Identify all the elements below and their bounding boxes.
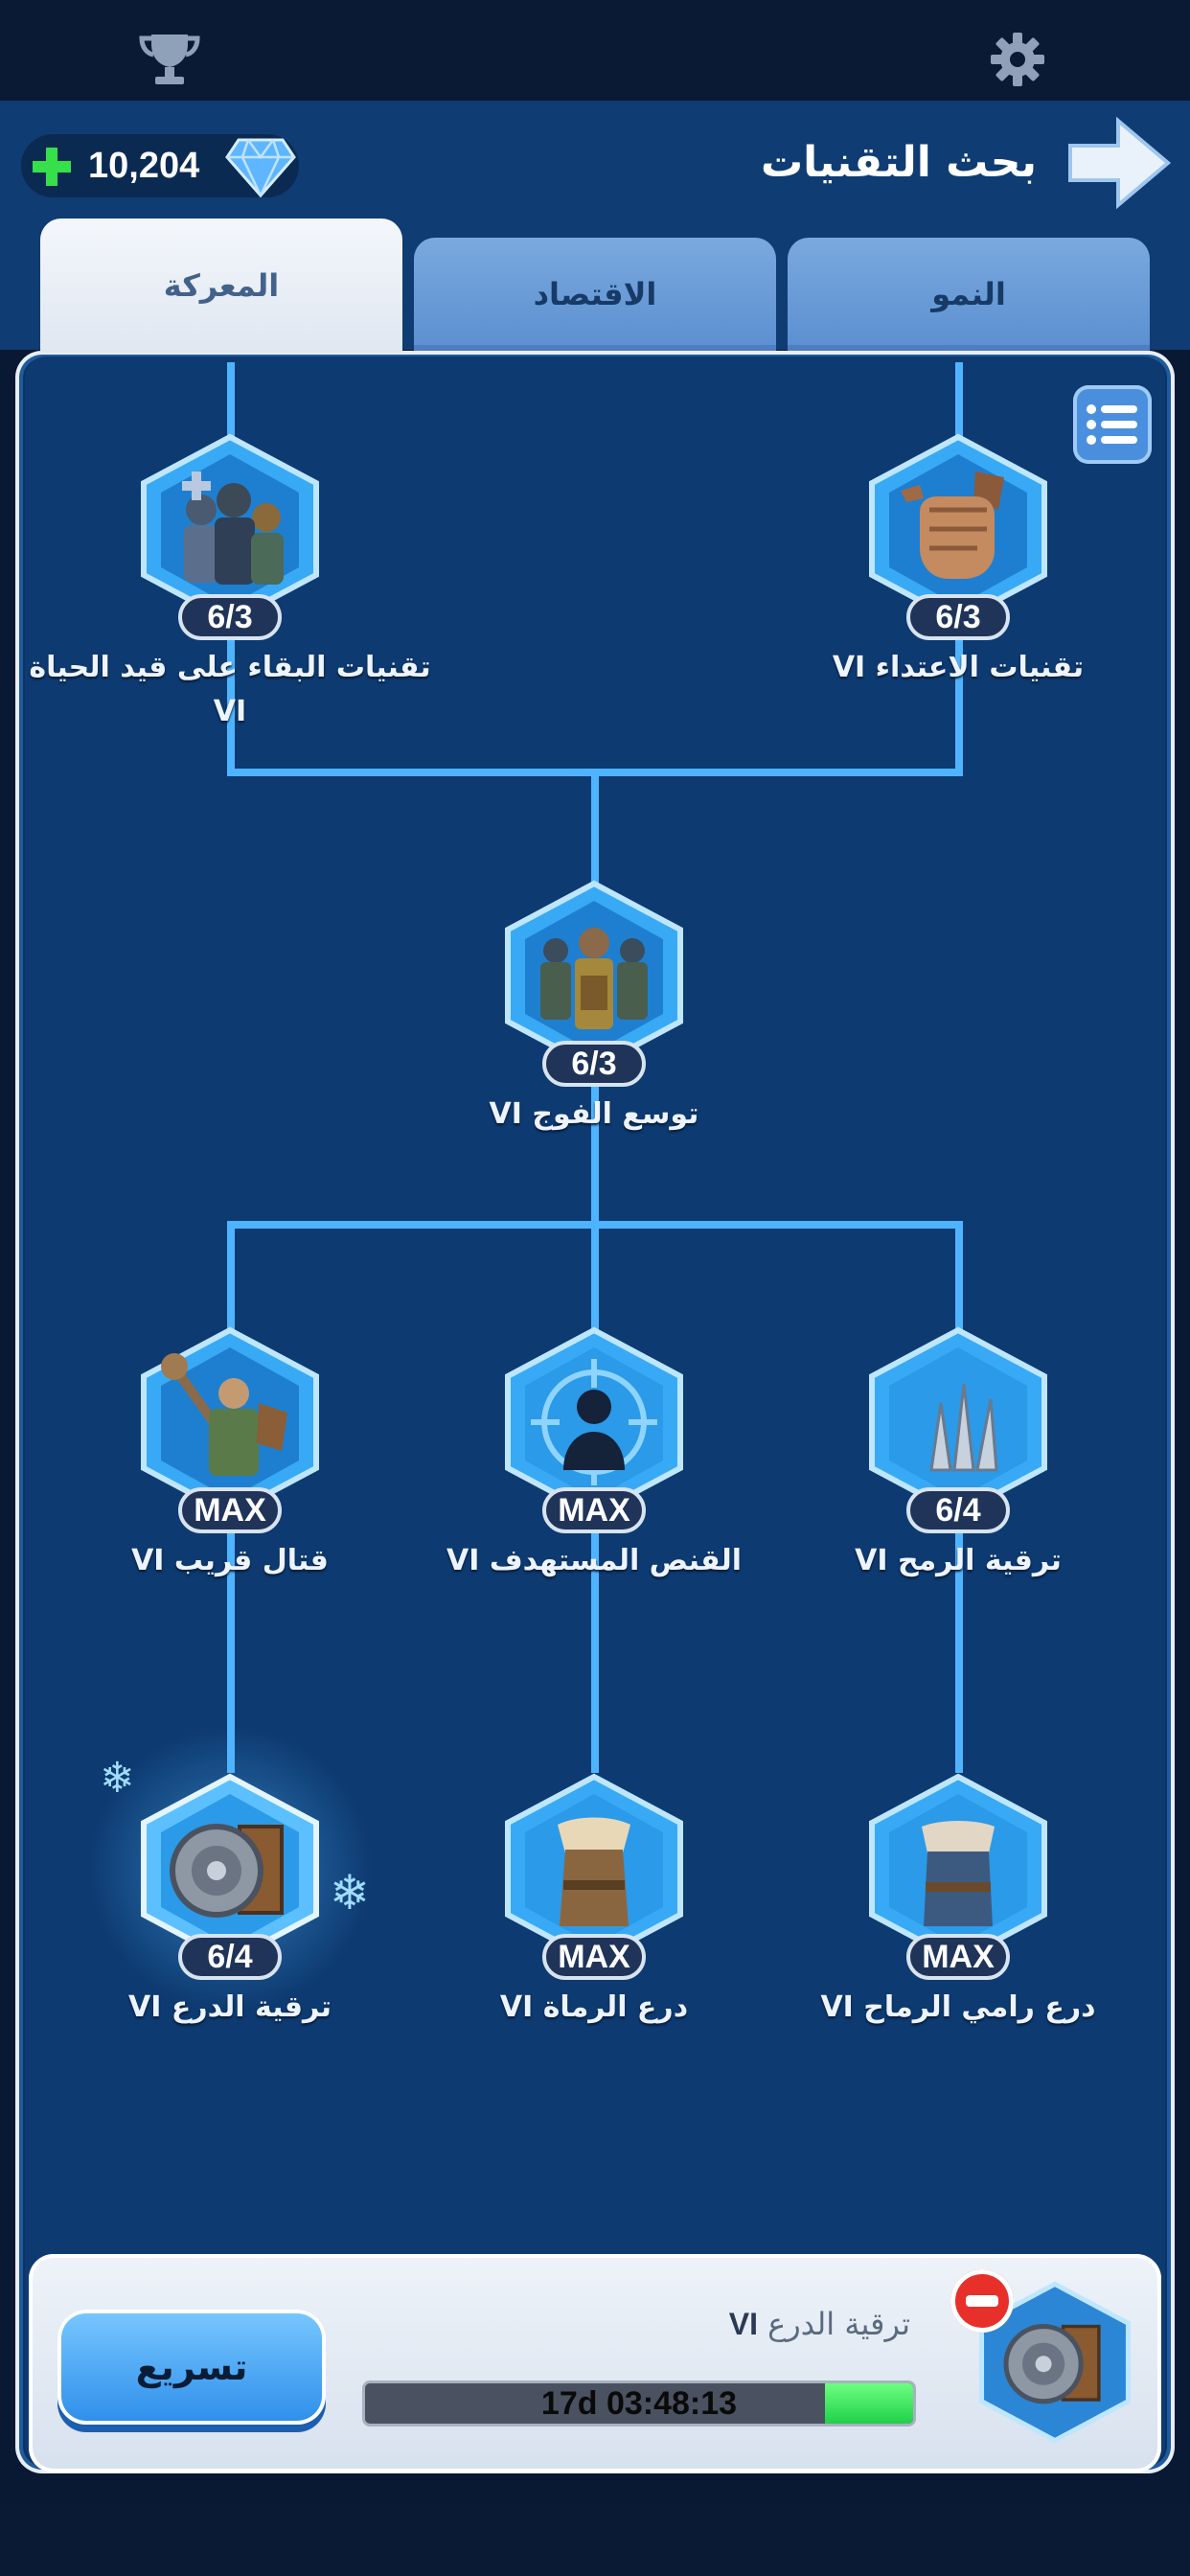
tech-node-archer-armor[interactable]: MAX درع الرماة VI (498, 1773, 690, 2024)
tech-node-spearman-armor[interactable]: MAX درع رامي الرماح VI (820, 1773, 1096, 2024)
connector-line (955, 594, 963, 776)
connector-line (591, 1533, 599, 1773)
medic-squad-icon (182, 472, 284, 585)
tech-node-spear[interactable]: 6/4 ترقية الرمح VI (855, 1326, 1062, 1577)
arrow-right-icon[interactable] (1065, 115, 1173, 211)
warrior-icon (161, 1353, 287, 1476)
page-title: بحث التقنيات (760, 138, 1037, 187)
tech-node-offense[interactable]: 6/3 تقنيات الاعتداء VI (833, 433, 1084, 684)
minus-icon (966, 2295, 998, 2307)
connector-line (591, 1073, 599, 1229)
level-badge: MAX (906, 1934, 1010, 1980)
tab-label: الاقتصاد (533, 276, 657, 312)
tech-node-sniper[interactable]: MAX القنص المستهدف VI (446, 1326, 742, 1577)
tech-node-survival[interactable]: 6/3 تقنيات البقاء على قيد الحياة VI (29, 433, 431, 728)
tab-battle[interactable]: المعركة (40, 218, 402, 353)
currency-value: 10,204 (88, 146, 200, 186)
diamond-icon (224, 134, 297, 199)
tech-node-melee[interactable]: MAX قتال قريب VI (131, 1326, 329, 1577)
plus-icon[interactable] (29, 144, 75, 190)
queue-item-name: ترقية الدرع VI (729, 2300, 910, 2348)
queue-item-text: ترقية الدرع (767, 2306, 910, 2342)
connector-line (955, 1533, 963, 1773)
node-label: توسع الفوج VI (489, 1097, 699, 1131)
top-bar (0, 0, 1190, 101)
tab-economy[interactable]: الاقتصاد (414, 238, 776, 351)
connector-line (227, 594, 235, 776)
level-badge: 6/3 (542, 1041, 646, 1087)
connector-line (227, 1221, 235, 1355)
connector-line (227, 1533, 235, 1773)
connector-line (227, 362, 235, 458)
node-label: تقنيات الاعتداء VI (832, 651, 1085, 684)
snowflake-icon: ❄ (330, 1865, 370, 1920)
level-badge: 6/3 (906, 594, 1010, 640)
queue-item-level: VI (728, 2307, 758, 2341)
node-label: درع رامي الرماح VI (820, 1990, 1096, 2024)
node-label: تقنيات البقاء على قيد الحياة VI (29, 651, 431, 728)
connector-line (591, 769, 599, 903)
queue-timer: 17d 03:48:13 (540, 2384, 738, 2422)
gear-icon[interactable] (987, 29, 1048, 90)
level-badge: 6/4 (906, 1487, 1010, 1533)
squad-icon (540, 928, 648, 1029)
node-label: ترقية الدرع VI (128, 1990, 332, 2024)
node-label: قتال قريب VI (131, 1544, 329, 1577)
connector-line (591, 1221, 599, 1355)
speedup-label: تسريع (135, 2346, 248, 2388)
tech-node-armor-upgrade[interactable]: 6/4 ترقية الدرع VI (128, 1773, 332, 2024)
level-badge: MAX (178, 1487, 282, 1533)
tab-growth[interactable]: النمو (788, 238, 1150, 351)
list-icon (1087, 404, 1137, 445)
node-label: درع الرماة VI (499, 1990, 689, 2024)
level-badge: MAX (542, 1487, 646, 1533)
tab-label: المعركة (163, 267, 280, 304)
target-icon (531, 1359, 657, 1485)
tech-node-squad[interactable]: 6/3 توسع الفوج VI (490, 880, 698, 1131)
trophy-icon[interactable] (134, 29, 205, 90)
spear-icon (929, 1383, 998, 1472)
connector-line (955, 1221, 963, 1355)
cancel-research-button[interactable] (950, 2269, 1014, 2333)
progress-fill (825, 2383, 913, 2424)
armor-icon (922, 1821, 995, 1926)
node-label: ترقية الرمح VI (855, 1544, 1062, 1577)
level-badge: MAX (542, 1934, 646, 1980)
bottom-bar (0, 2503, 1190, 2576)
level-badge: 6/4 (178, 1934, 282, 1980)
level-badge: 6/3 (178, 594, 282, 640)
shield-icon (1003, 2324, 1101, 2404)
tab-label: النمو (931, 276, 1006, 312)
coat-icon (558, 1817, 630, 1926)
node-label: القنص المستهدف VI (446, 1544, 742, 1577)
queue-progress-bar: 17d 03:48:13 (362, 2380, 916, 2426)
speedup-button[interactable]: تسريع (57, 2310, 326, 2425)
fist-icon (901, 472, 1004, 579)
connector-line (955, 362, 963, 458)
snowflake-icon: ❄ (100, 1754, 135, 1803)
shield-icon (170, 1824, 284, 1918)
list-view-button[interactable] (1073, 385, 1152, 464)
